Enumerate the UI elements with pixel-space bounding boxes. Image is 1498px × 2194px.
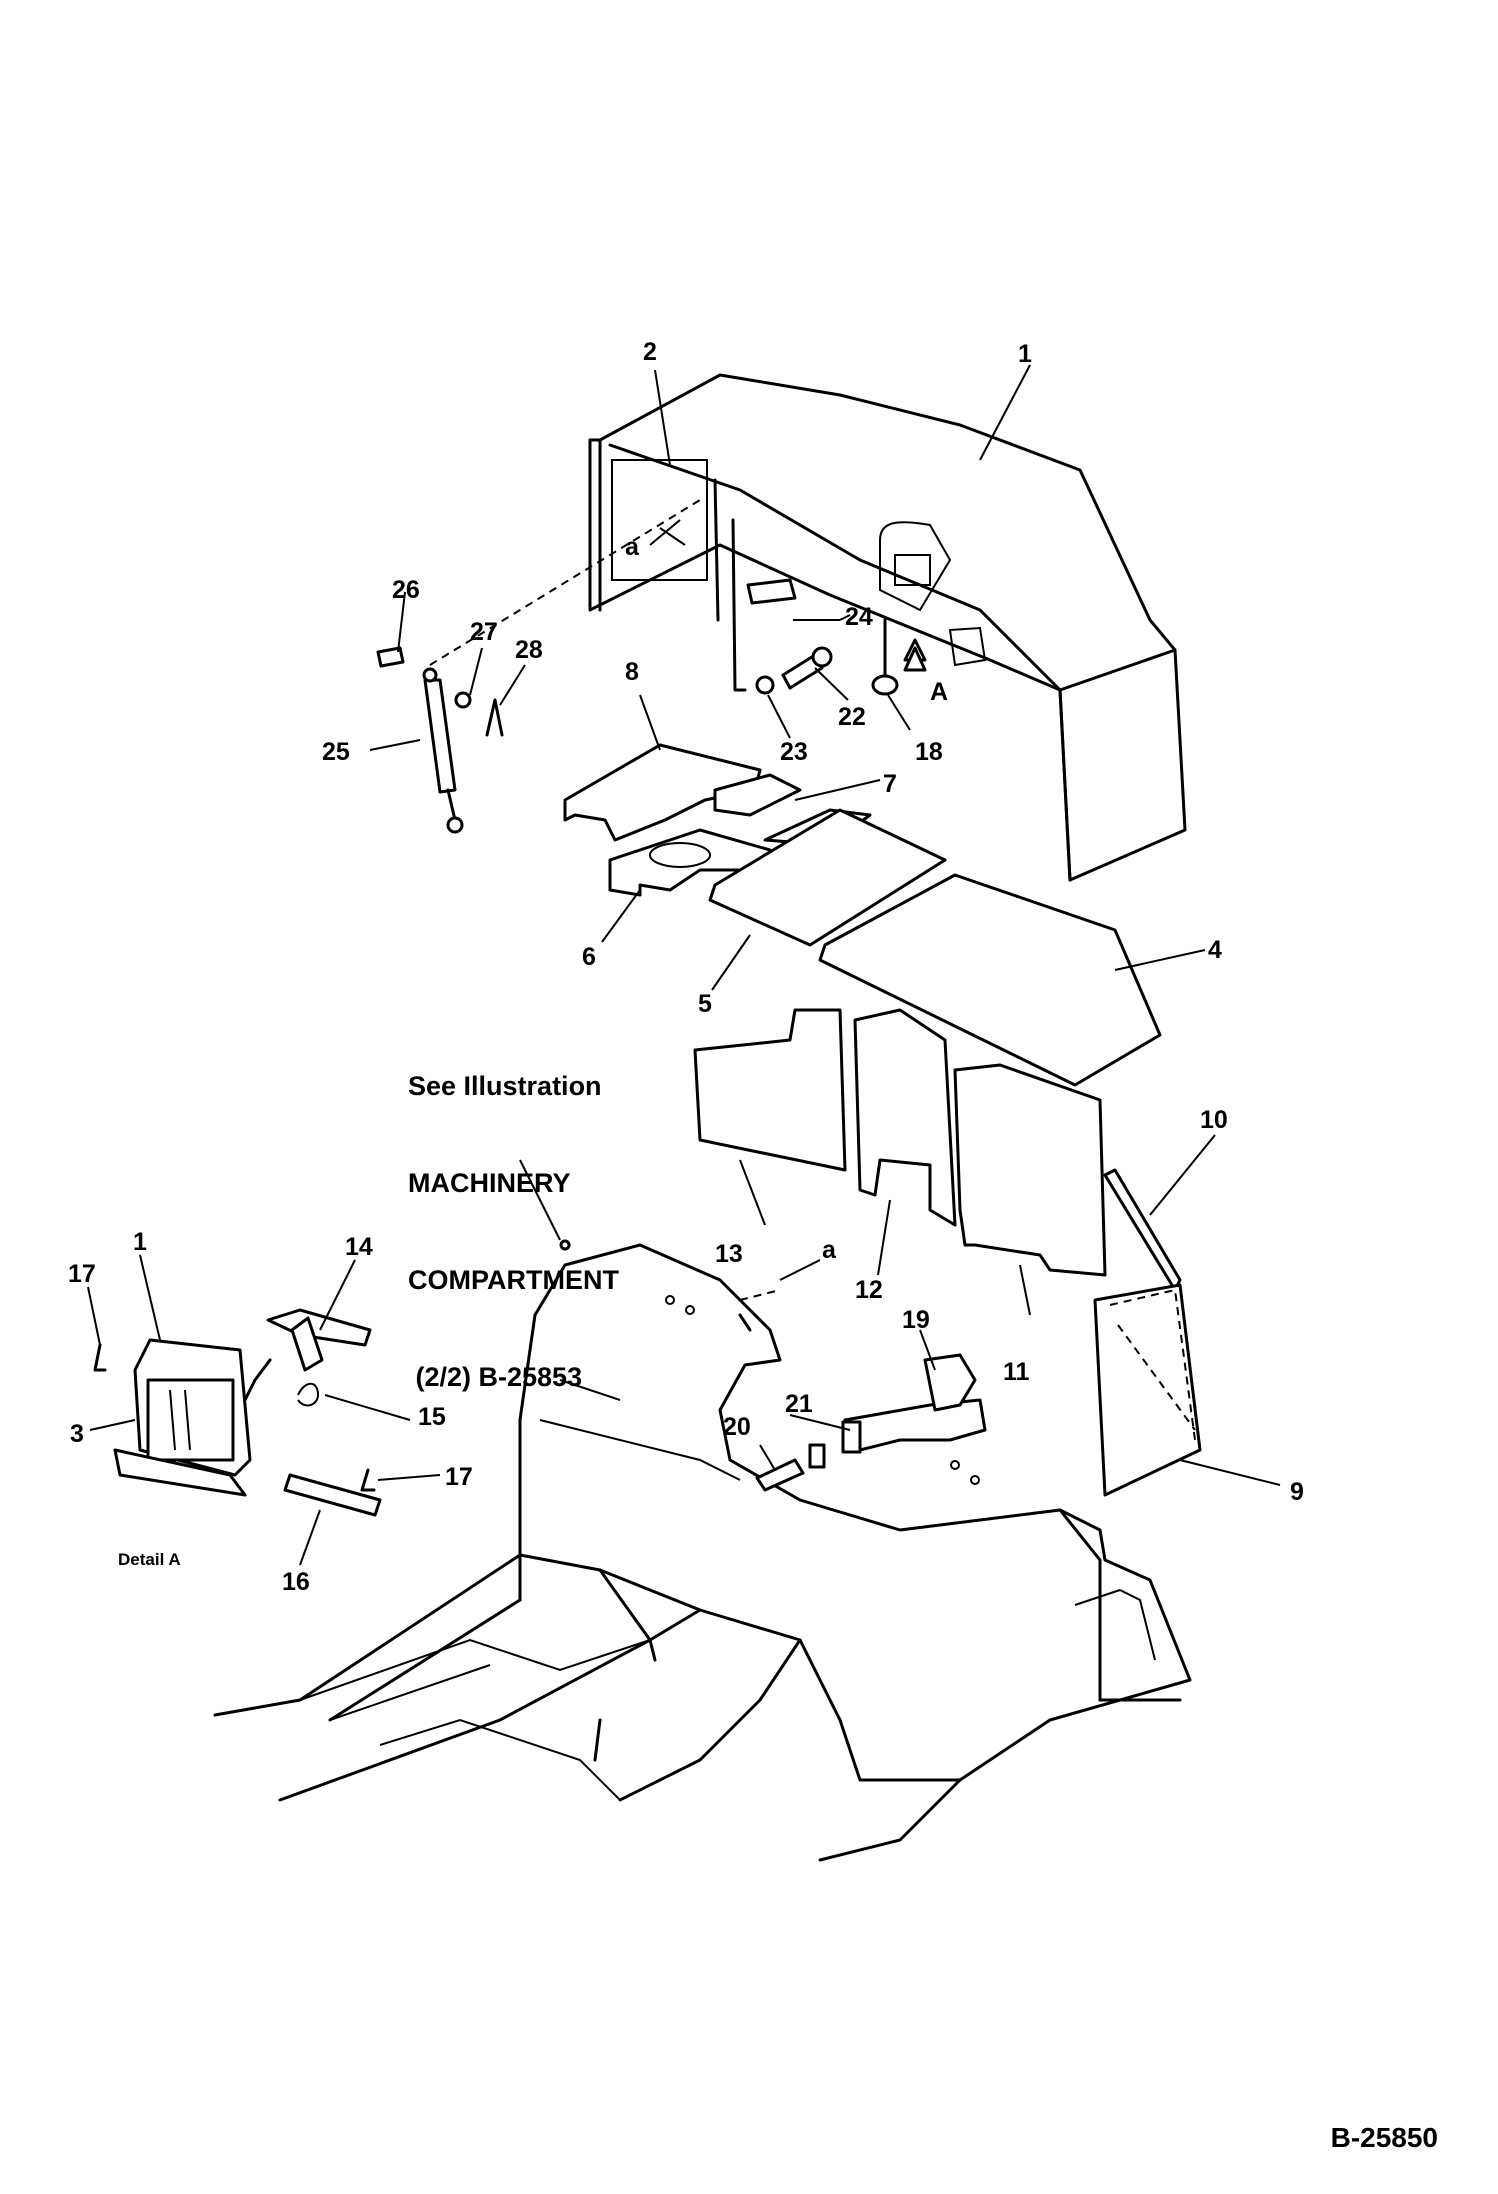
callout-labels: 1 2 3 4 5 6 7 8 9 10 11 12 13 14 15 16 1…	[68, 338, 1304, 1596]
callout-8: 8	[625, 658, 639, 686]
drawing-code: B-25850	[1330, 2122, 1438, 2153]
callout-1: 1	[1018, 340, 1032, 368]
callout-13: 13	[715, 1240, 743, 1268]
callout-10: 10	[1200, 1106, 1228, 1134]
callout-14: 14	[345, 1233, 373, 1261]
callout-20: 20	[723, 1413, 751, 1441]
reference-note: See Illustration MACHINERY COMPARTMENT (…	[408, 1005, 619, 1426]
view-arrow-a: A	[903, 646, 948, 706]
callout-12: 12	[855, 1276, 883, 1304]
callout-2: 2	[643, 338, 657, 366]
leader-lines	[87, 364, 1281, 1566]
callout-5: 5	[698, 990, 712, 1018]
hole-mark-lower: a	[822, 1236, 837, 1264]
side-panels	[693, 1008, 1107, 1277]
callout-4: 4	[1208, 936, 1222, 964]
callout-23: 23	[780, 738, 808, 766]
callout-16: 16	[282, 1568, 310, 1596]
callout-28: 28	[515, 636, 543, 664]
callout-6: 6	[582, 943, 596, 971]
reference-note-line2: MACHINERY	[408, 1167, 571, 1198]
callout-22: 22	[838, 703, 866, 731]
callout-17-upper: 17	[68, 1260, 96, 1288]
callout-25: 25	[322, 738, 350, 766]
callout-9: 9	[1290, 1478, 1304, 1506]
reference-note-line1: See Illustration	[408, 1070, 602, 1101]
callout-26: 26	[392, 576, 420, 604]
reference-note-line4: (2/2) B-25853	[408, 1362, 583, 1393]
detail-a-label: Detail A	[118, 1550, 181, 1569]
callout-7: 7	[883, 770, 897, 798]
rear-panels	[1093, 1168, 1202, 1497]
callout-1-detail: 1	[133, 1228, 147, 1256]
callout-3: 3	[70, 1420, 84, 1448]
view-marker: A	[930, 678, 948, 706]
callout-24: 24	[845, 603, 873, 631]
callout-15: 15	[418, 1403, 446, 1431]
callout-11: 11	[1003, 1358, 1030, 1386]
detail-a-view: Detail A	[93, 1308, 382, 1569]
floor-mats	[708, 808, 1162, 1087]
callout-18: 18	[915, 738, 943, 766]
reference-note-line3: COMPARTMENT	[408, 1265, 619, 1296]
callout-17-lower: 17	[445, 1463, 473, 1491]
machinery-compartment-frame	[213, 1239, 1192, 1862]
callout-19: 19	[902, 1306, 930, 1334]
callout-27: 27	[470, 618, 498, 646]
gas-spring-assembly	[376, 499, 701, 834]
callout-21: 21	[785, 1390, 813, 1418]
